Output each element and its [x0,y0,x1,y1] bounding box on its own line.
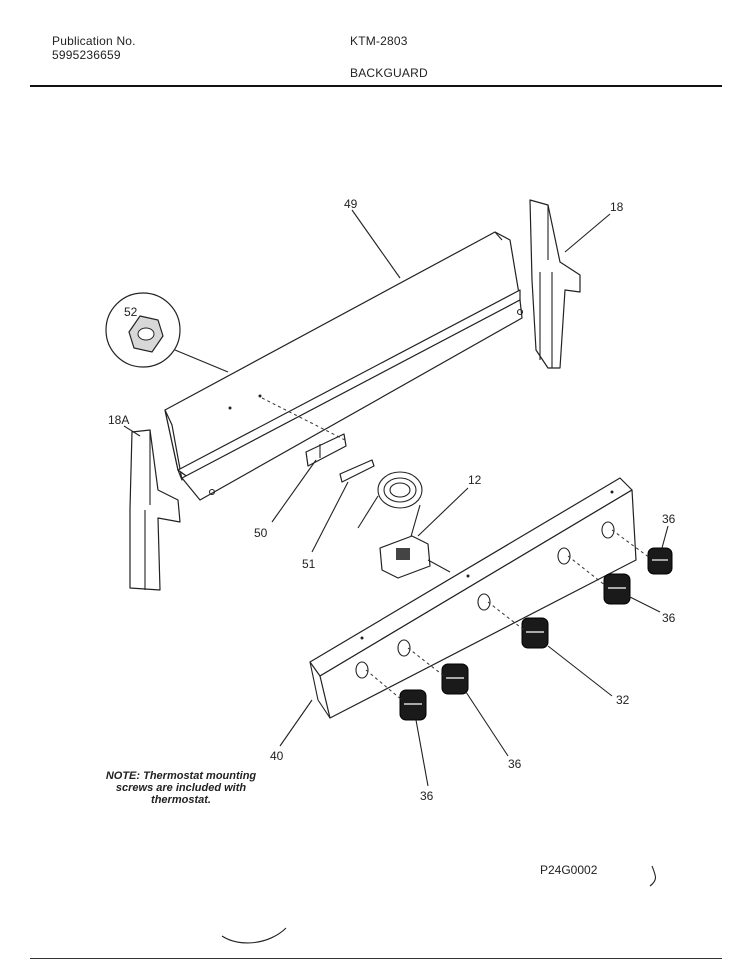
knob-36-far-right [647,547,673,575]
knob-32-center [521,617,549,649]
part-18-right-bracket [529,199,581,369]
figure-code: P24G0002 [540,863,598,877]
leader-lines [123,209,669,787]
part-52-nut-detail [105,292,229,373]
model-number: KTM-2803 [350,34,408,48]
publication-label: Publication No. [52,34,136,48]
thermostat-note: NOTE: Thermostat mounting screws are inc… [96,770,266,806]
callout-50: 50 [254,526,268,540]
callout-51: 51 [302,557,316,571]
part-40-control-panel [309,477,637,719]
knob-36-left [441,663,469,695]
part-51-insulator [339,459,375,483]
part-12-thermostat [357,471,451,579]
note-line-3: thermostat. [151,794,211,806]
part-18a-left-bracket [129,429,181,591]
knob-36-right [603,573,631,605]
part-50-clip [305,433,347,467]
corner-mark [649,865,657,887]
scribble-mark [221,927,287,944]
callout-32: 32 [616,693,630,707]
callout-36-c: 36 [508,757,522,771]
footer-rule [30,958,722,959]
publication-number: 5995236659 [52,48,121,62]
callout-40: 40 [270,749,284,763]
note-line-1: NOTE: Thermostat mounting [105,770,257,782]
callout-18a: 18A [108,413,129,427]
callout-12: 12 [468,473,482,487]
header-rule [30,85,722,87]
callout-49: 49 [344,197,358,211]
section-title: BACKGUARD [350,66,428,80]
part-49-backguard-panel [164,231,524,501]
callout-36-d: 36 [420,789,434,803]
callout-18: 18 [610,200,624,214]
callout-52: 52 [124,305,138,319]
knob-36-far-left [399,689,427,721]
note-line-2: screws are included with [115,782,247,794]
callout-36-a: 36 [662,512,676,526]
callout-36-b: 36 [662,611,676,625]
